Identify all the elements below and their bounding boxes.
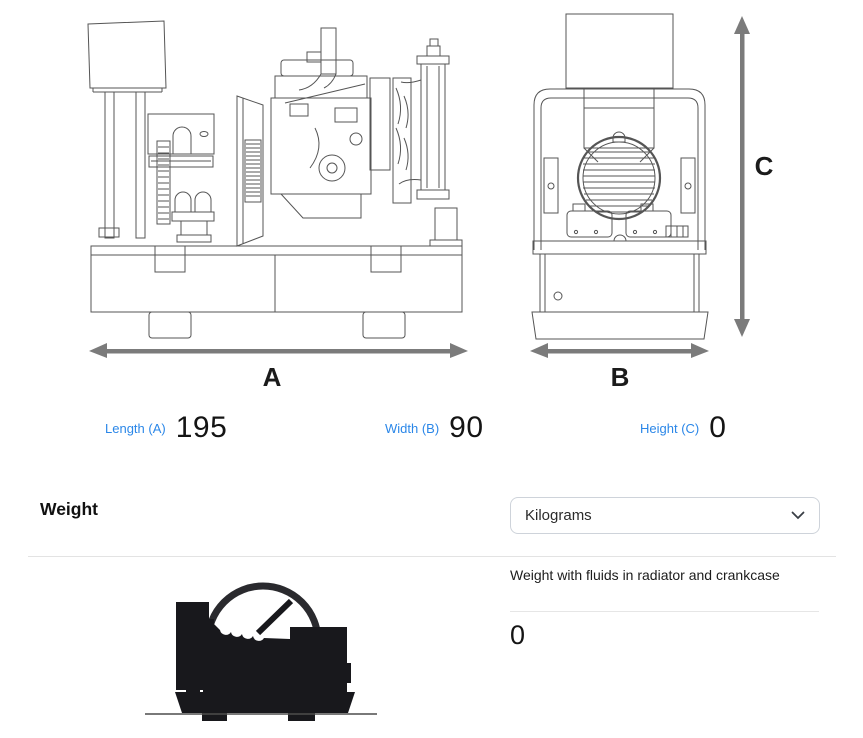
generator-weight-icon — [145, 582, 377, 721]
generator-side-view-drawing: A — [87, 20, 468, 390]
length-value: 195 — [175, 411, 228, 444]
height-label: Height (C) — [640, 420, 700, 436]
weight-row-value: 0 — [510, 620, 526, 650]
length-label: Length (A) — [105, 420, 166, 436]
weight-unit-dropdown[interactable]: Kilograms — [510, 497, 820, 534]
section-divider — [28, 556, 836, 557]
dimension-arrow-a — [89, 343, 468, 358]
dimension-label-a: A — [263, 362, 282, 390]
width-label: Width (B) — [385, 420, 440, 436]
generator-front-view-drawing: B C — [530, 13, 774, 390]
weight-unit-selected: Kilograms — [525, 507, 592, 524]
dimension-field-width: Width (B) 90 — [385, 409, 484, 447]
dimension-field-height: Height (C) 0 — [640, 409, 726, 447]
dimension-field-length: Length (A) 195 — [105, 409, 227, 447]
dimension-arrow-c — [734, 16, 750, 337]
weight-detail-column: Weight with fluids in radiator and crank… — [510, 566, 820, 651]
dimension-label-c: C — [755, 151, 774, 181]
width-value: 90 — [449, 411, 484, 444]
dimension-label-b: B — [611, 362, 630, 390]
chevron-down-icon — [791, 511, 805, 520]
weight-row-label: Weight with fluids in radiator and crank… — [510, 567, 780, 583]
dimension-arrow-b — [530, 343, 709, 358]
weight-section-heading: Weight — [40, 499, 99, 519]
weight-row-divider — [510, 611, 819, 612]
height-value: 0 — [709, 411, 727, 444]
